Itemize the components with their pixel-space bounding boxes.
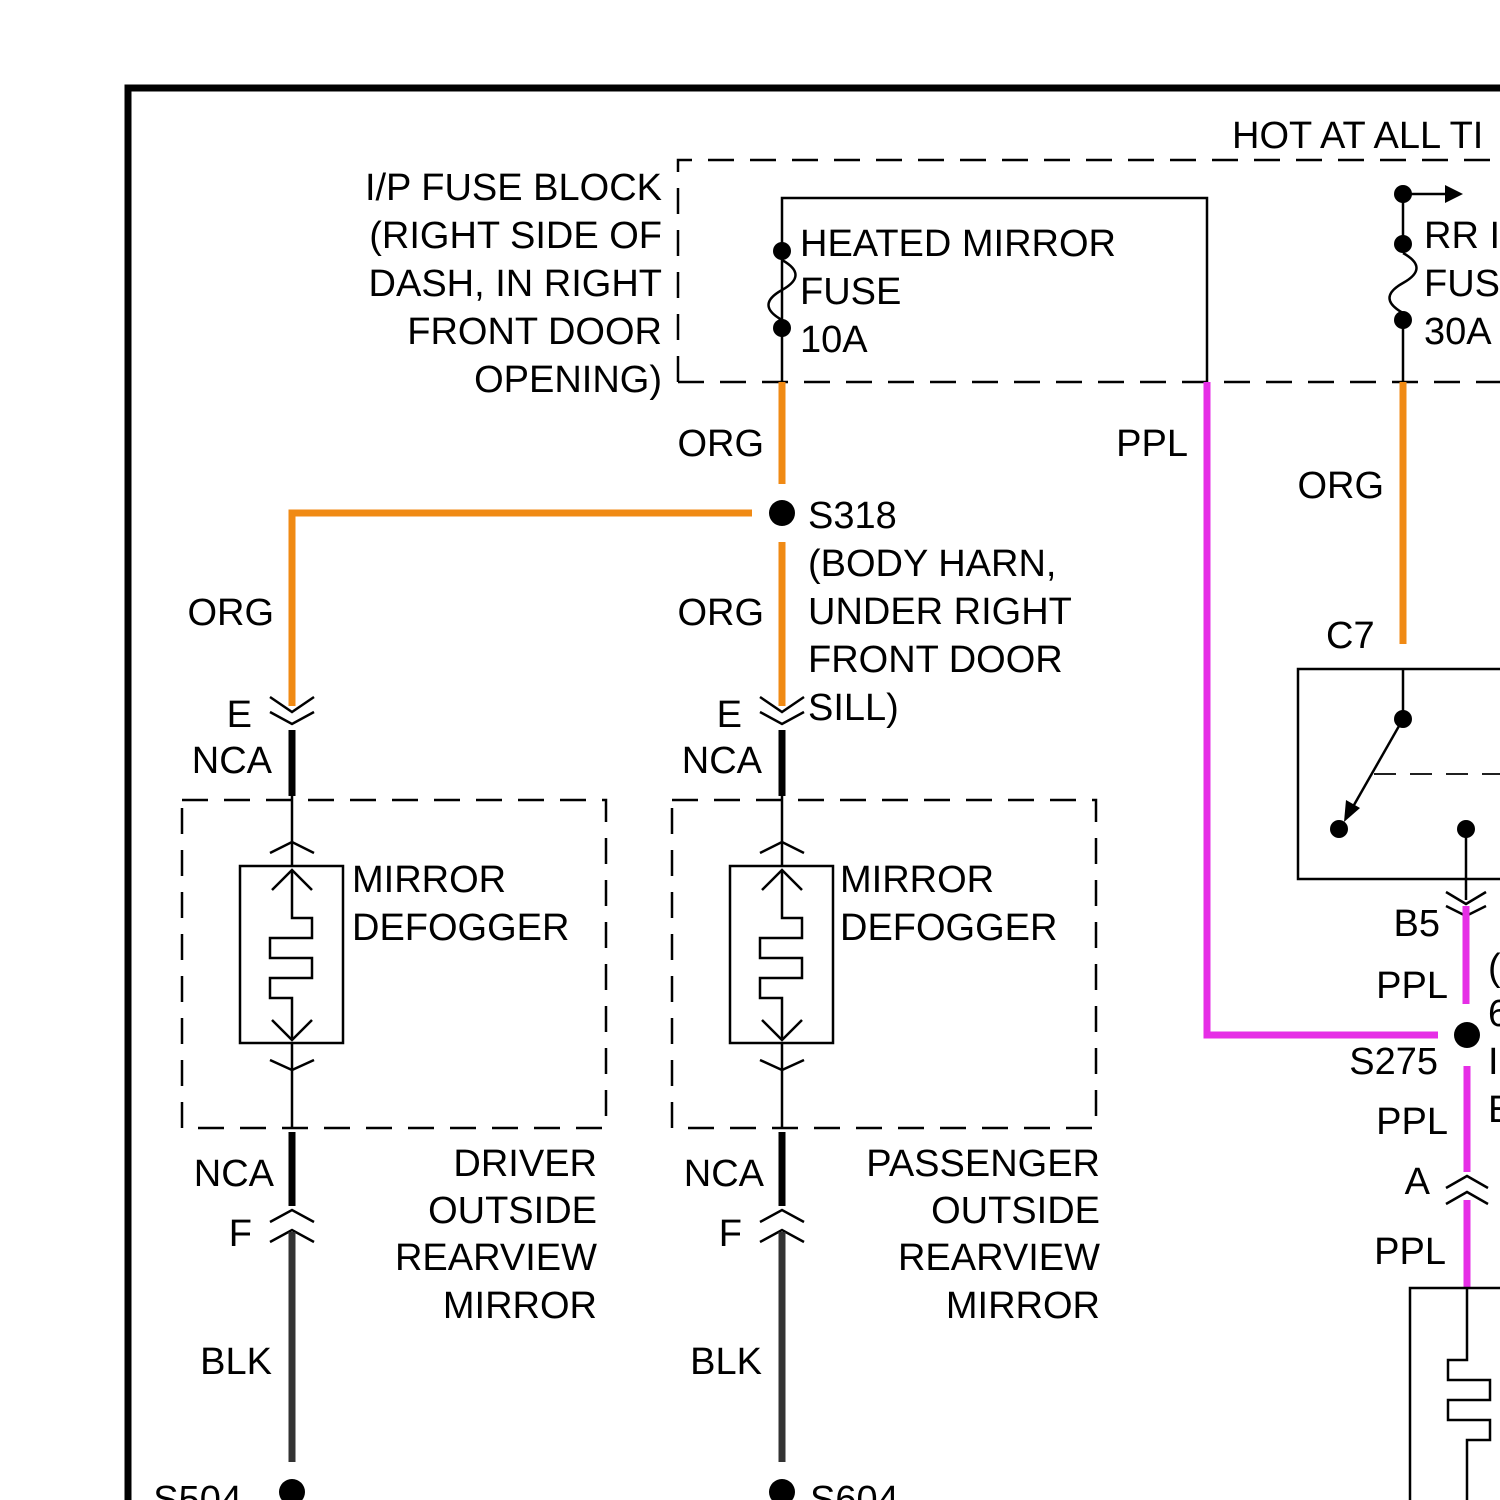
s275-label: S275 (1349, 1041, 1438, 1083)
svg-text:(: ( (1488, 947, 1500, 989)
ppl-wire-label-b5: PPL (1376, 965, 1448, 1007)
svg-text:FRONT DOOR: FRONT DOOR (808, 639, 1063, 681)
org-wire-label-passenger: ORG (677, 592, 764, 634)
passenger-pin-f: F (719, 1213, 742, 1255)
svg-text:10A: 10A (800, 319, 868, 361)
svg-text:OPENING): OPENING) (474, 359, 662, 401)
svg-text:REARVIEW: REARVIEW (898, 1237, 1100, 1279)
svg-text:MIRROR: MIRROR (443, 1285, 597, 1327)
passenger-mirror-name: PASSENGER OUTSIDE REARVIEW MIRROR (866, 1143, 1100, 1327)
passenger-defogger-element (730, 866, 833, 1043)
svg-text:DRIVER: DRIVER (453, 1143, 597, 1185)
c7-relay (1298, 669, 1500, 879)
svg-text:REARVIEW: REARVIEW (395, 1237, 597, 1279)
svg-text:OUTSIDE: OUTSIDE (428, 1190, 597, 1232)
ppl-wire-label-a: PPL (1374, 1231, 1446, 1273)
svg-text:I: I (1488, 1041, 1499, 1083)
driver-mirror-boundary (182, 800, 606, 1128)
svg-text:FUS: FUS (1424, 263, 1500, 305)
svg-text:UNDER RIGHT: UNDER RIGHT (808, 591, 1072, 633)
svg-text:FUSE: FUSE (800, 271, 901, 313)
passenger-nca-bottom: NCA (684, 1153, 765, 1195)
org-wire-label-rr: ORG (1297, 465, 1384, 507)
svg-text:(RIGHT SIDE OF: (RIGHT SIDE OF (369, 215, 662, 257)
svg-text:DEFOGGER: DEFOGGER (840, 907, 1057, 949)
passenger-component-label: MIRROR DEFOGGER (840, 859, 1057, 949)
fuse-block-label: I/P FUSE BLOCK (RIGHT SIDE OF DASH, IN R… (365, 167, 662, 401)
s604-label: S604 (810, 1479, 899, 1500)
svg-text:RR I: RR I (1424, 215, 1500, 257)
ppl-wire-label-main: PPL (1116, 423, 1188, 465)
b5-label: B5 (1394, 903, 1440, 945)
s318-label: S318 (BODY HARN, UNDER RIGHT FRONT DOOR … (808, 495, 1072, 729)
svg-text:6: 6 (1488, 993, 1500, 1035)
passenger-mirror-boundary (672, 800, 1096, 1128)
driver-nca-top: NCA (192, 740, 273, 782)
org-wire-label-driver: ORG (187, 592, 274, 634)
svg-text:FRONT DOOR: FRONT DOOR (407, 311, 662, 353)
org-wire-label-fuse: ORG (677, 423, 764, 465)
driver-nca-bottom: NCA (194, 1153, 275, 1195)
svg-text:MIRROR: MIRROR (840, 859, 994, 901)
svg-text:30A: 30A (1424, 311, 1492, 353)
passenger-blk-label: BLK (690, 1341, 762, 1383)
a-connector (1446, 1176, 1488, 1204)
passenger-pin-e: E (717, 694, 742, 736)
driver-defogger-element (240, 866, 343, 1043)
svg-text:SILL): SILL) (808, 687, 899, 729)
c7-label: C7 (1326, 615, 1375, 657)
splice-s318 (769, 500, 795, 526)
svg-text:MIRROR: MIRROR (352, 859, 506, 901)
splice-s275 (1454, 1022, 1480, 1048)
svg-text:DASH, IN RIGHT: DASH, IN RIGHT (369, 263, 662, 305)
svg-text:OUTSIDE: OUTSIDE (931, 1190, 1100, 1232)
passenger-nca-top: NCA (682, 740, 763, 782)
svg-text:MIRROR: MIRROR (946, 1285, 1100, 1327)
splice-s504 (279, 1479, 305, 1500)
a-label: A (1405, 1161, 1431, 1203)
right-edge-partial-label: ( 6 I E (1488, 947, 1500, 1131)
driver-component-label: MIRROR DEFOGGER (352, 859, 569, 949)
rear-defogger-element (1410, 1288, 1500, 1500)
splice-s604 (769, 1479, 795, 1500)
svg-text:PASSENGER: PASSENGER (866, 1143, 1100, 1185)
rr-fuse-label: RR I FUS 30A (1424, 215, 1500, 353)
svg-text:E: E (1488, 1089, 1500, 1131)
driver-blk-label: BLK (200, 1341, 272, 1383)
driver-mirror-name: DRIVER OUTSIDE REARVIEW MIRROR (395, 1143, 597, 1327)
svg-text:HEATED MIRROR: HEATED MIRROR (800, 223, 1116, 265)
driver-pin-f: F (229, 1213, 252, 1255)
s504-label: S504 (153, 1479, 242, 1500)
driver-pin-e: E (227, 694, 252, 736)
svg-text:S318: S318 (808, 495, 897, 537)
svg-text:(BODY HARN,: (BODY HARN, (808, 543, 1056, 585)
svg-text:DEFOGGER: DEFOGGER (352, 907, 569, 949)
ppl-wire-label-s275: PPL (1376, 1101, 1448, 1143)
svg-text:I/P FUSE BLOCK: I/P FUSE BLOCK (365, 167, 662, 209)
hot-at-all-times-label: HOT AT ALL TI (1232, 115, 1483, 157)
heated-mirror-fuse-label: HEATED MIRROR FUSE 10A (800, 223, 1116, 361)
